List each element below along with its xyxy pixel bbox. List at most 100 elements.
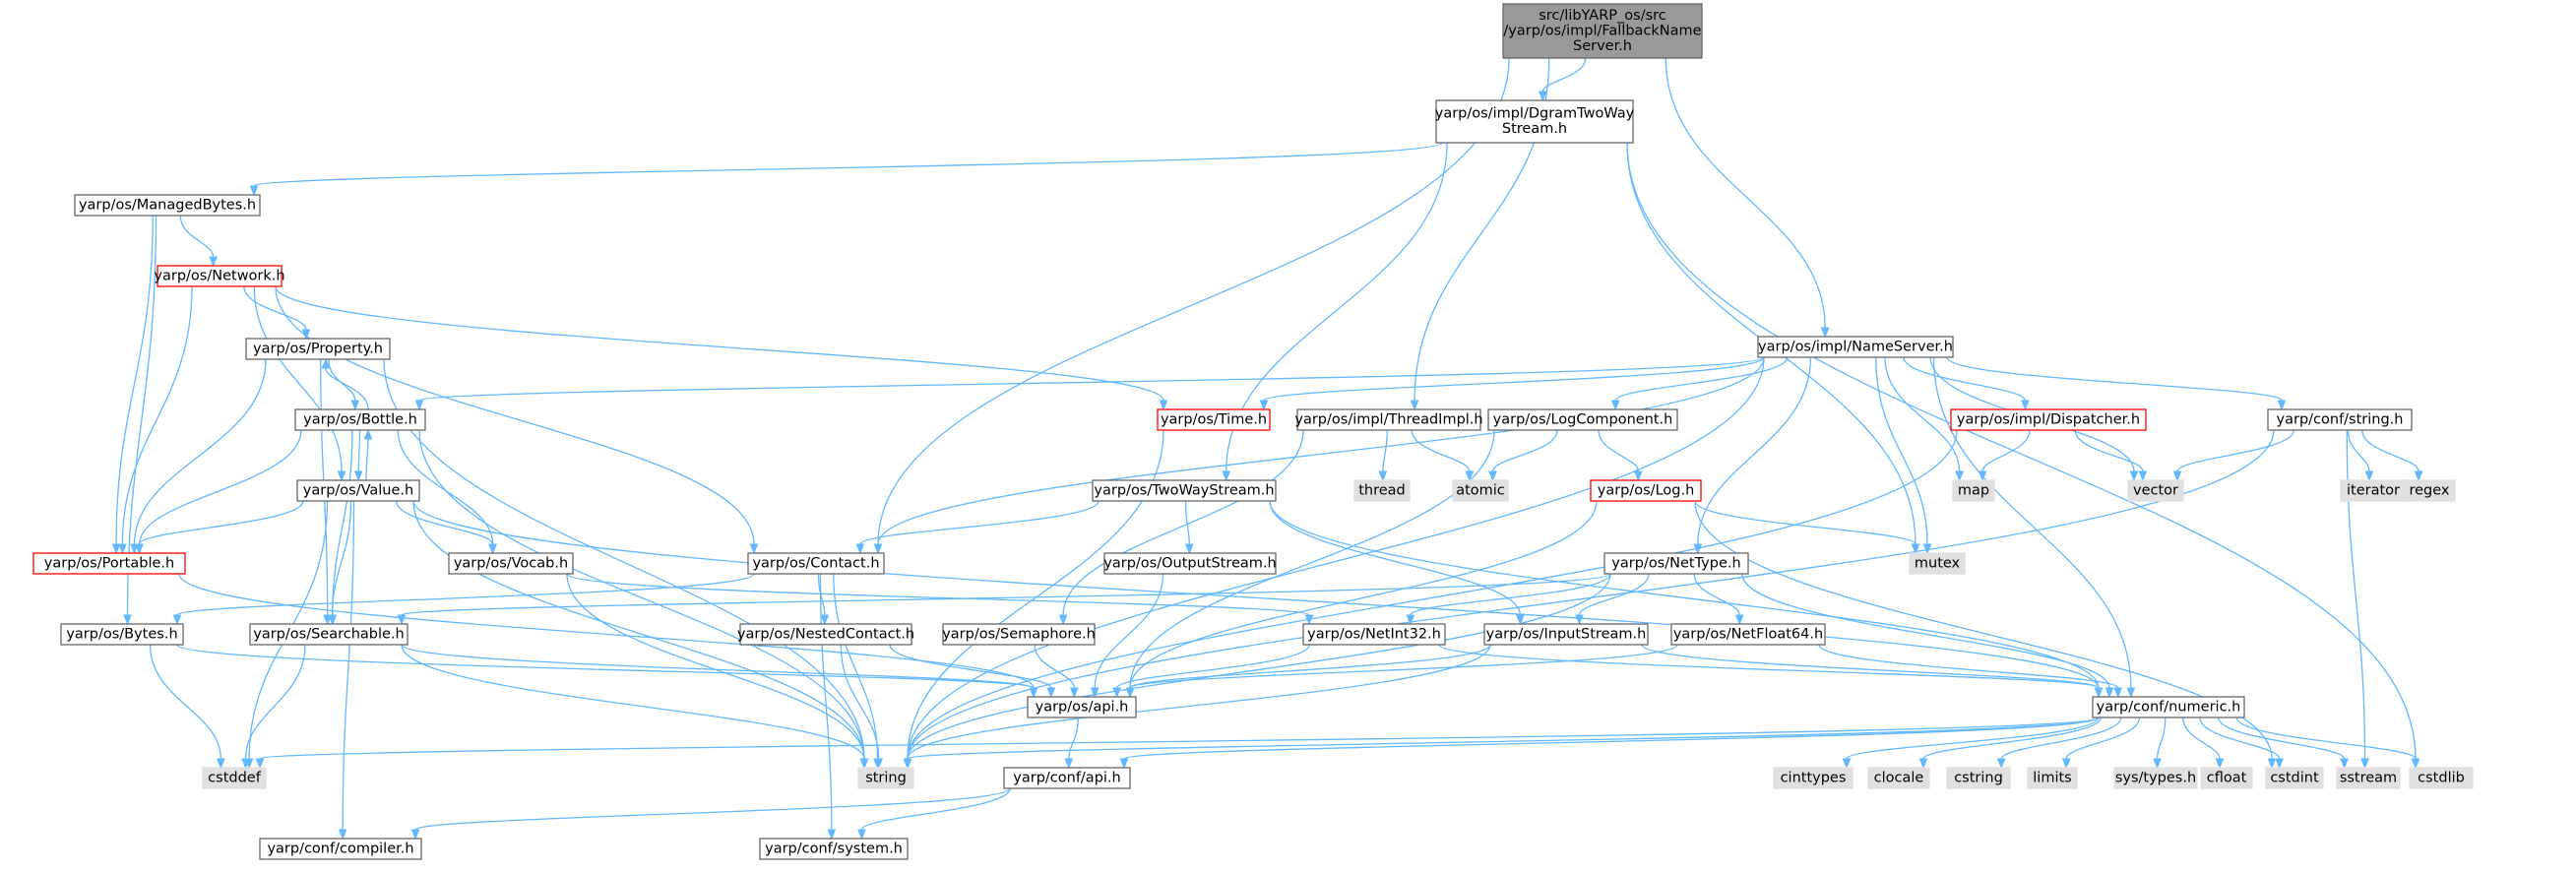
node-network[interactable]: yarp/os/Network.h	[154, 265, 285, 287]
node-box	[1773, 767, 1853, 789]
edge-line	[253, 285, 343, 472]
node-system[interactable]: yarp/conf/system.h	[759, 838, 909, 860]
edge-arrowhead	[2172, 470, 2182, 482]
edge-nettype-to-searchable	[397, 573, 1611, 626]
edge-line	[332, 429, 353, 616]
node-box	[74, 194, 261, 217]
node-label: map	[1958, 482, 1989, 498]
edge-arrowhead	[1922, 543, 1932, 555]
node-logcomponent[interactable]: yarp/os/LogComponent.h	[1487, 408, 1678, 431]
node-confstring[interactable]: yarp/conf/string.h	[2267, 408, 2413, 431]
edge-arrowhead	[2113, 687, 2123, 699]
edge-line	[877, 356, 1765, 545]
node-api[interactable]: yarp/os/api.h	[1027, 696, 1137, 718]
edge-arrowhead	[111, 543, 121, 555]
node-label: yarp/os/Portable.h	[44, 555, 174, 571]
edge-arrowhead	[873, 543, 883, 555]
edge-line	[1129, 644, 1491, 689]
edge-arrowhead	[1090, 687, 1100, 699]
edge-contact-to-system	[819, 573, 837, 841]
node-sstream: sstream	[2336, 767, 2401, 789]
edge-line	[1614, 356, 1789, 402]
node-label: thread	[1358, 482, 1406, 498]
node-confapi[interactable]: yarp/conf/api.h	[1003, 767, 1131, 789]
node-bottle[interactable]: yarp/os/Bottle.h	[294, 408, 426, 431]
node-root[interactable]: src/libYARP_os/src/yarp/os/impl/Fallback…	[1502, 3, 1703, 59]
node-nestedcontact[interactable]: yarp/os/NestedContact.h	[737, 623, 914, 646]
node-label: cstdint	[2270, 770, 2319, 785]
edge-arrowhead	[1069, 687, 1079, 699]
node-compiler[interactable]: yarp/conf/compiler.h	[259, 838, 422, 860]
node-label: atomic	[1456, 482, 1505, 498]
node-bytes[interactable]: yarp/os/Bytes.h	[60, 623, 184, 646]
node-inputstream[interactable]: yarp/os/InputStream.h	[1483, 623, 1649, 646]
edge-arrowhead	[2105, 687, 2114, 699]
node-label: iterator	[2347, 482, 2400, 498]
node-outputstream[interactable]: yarp/os/OutputStream.h	[1103, 552, 1277, 575]
node-label: yarp/os/Log.h	[1598, 482, 1695, 498]
node-label: yarp/os/TwoWayStream.h	[1094, 482, 1274, 498]
node-searchable[interactable]: yarp/os/Searchable.h	[249, 623, 408, 646]
node-managedbytes[interactable]: yarp/os/ManagedBytes.h	[74, 194, 261, 217]
edge-line	[907, 717, 2100, 760]
edge-searchable-to-cstddef	[241, 644, 306, 770]
edge-arrowhead	[2138, 470, 2148, 482]
edge-line	[1269, 500, 2100, 689]
node-nettype[interactable]: yarp/os/NetType.h	[1603, 552, 1749, 575]
node-box	[249, 623, 408, 646]
edge-numeric-to-cfloat	[2182, 717, 2225, 770]
node-log[interactable]: yarp/os/Log.h	[1590, 479, 1702, 502]
edge-dispatcher-to-vector	[2074, 429, 2148, 482]
edge-arrowhead	[2360, 758, 2369, 770]
edge-logcomponent-to-log	[1598, 429, 1643, 482]
edge-nameserver-to-nettype	[1693, 356, 1812, 555]
node-netint32[interactable]: yarp/os/NetInt32.h	[1302, 623, 1446, 646]
edge-line	[401, 644, 1035, 689]
node-netfloat64[interactable]: yarp/os/NetFloat64.h	[1670, 623, 1826, 646]
edge-outputstream-to-api	[1090, 573, 1164, 699]
node-numeric[interactable]: yarp/conf/numeric.h	[2092, 696, 2245, 718]
node-property[interactable]: yarp/os/Property.h	[245, 338, 391, 360]
edge-value-to-compiler	[338, 500, 355, 841]
edge-arrowhead	[1575, 614, 1584, 626]
edge-arrowhead	[209, 256, 218, 268]
node-box	[157, 265, 283, 287]
node-threadimpl[interactable]: yarp/os/impl/ThreadImpl.h	[1294, 408, 1483, 431]
node-twowaystream[interactable]: yarp/os/TwoWayStream.h	[1092, 479, 1277, 502]
edge-arrowhead	[2215, 758, 2225, 770]
node-box	[2200, 767, 2253, 789]
edge-line	[342, 500, 355, 831]
node-dispatcher[interactable]: yarp/os/impl/Dispatcher.h	[1950, 408, 2147, 431]
edge-arrowhead	[1406, 614, 1415, 626]
edge-arrowhead	[903, 758, 912, 770]
node-time[interactable]: yarp/os/Time.h	[1157, 408, 1271, 431]
edge-arrowhead	[1184, 543, 1194, 555]
edge-arrowhead	[1911, 543, 1920, 555]
node-box	[2409, 767, 2474, 789]
node-label: yarp/conf/system.h	[765, 841, 903, 856]
node-contact[interactable]: yarp/os/Contact.h	[747, 552, 885, 575]
edge-line	[243, 285, 307, 331]
edge-line	[566, 573, 1310, 616]
edge-line	[1884, 356, 1961, 472]
node-box	[202, 767, 267, 789]
edge-log-to-api	[1125, 500, 1598, 699]
edge-arrowhead	[1842, 758, 1852, 770]
edge-numeric-to-limits	[2061, 717, 2141, 770]
edge-line	[176, 644, 1035, 689]
node-nameserver[interactable]: yarp/os/impl/NameServer.h	[1757, 336, 1954, 358]
edge-line	[133, 358, 267, 545]
edge-arrowhead	[216, 758, 225, 770]
edge-line	[1818, 644, 2119, 689]
edge-line	[149, 644, 221, 760]
node-box	[739, 623, 912, 646]
edge-nameserver-to-time	[1259, 356, 1765, 411]
edge-arrowhead	[2267, 758, 2277, 770]
node-semaphore[interactable]: yarp/os/Semaphore.h	[942, 623, 1096, 646]
node-label: yarp/os/NetType.h	[1611, 555, 1740, 571]
node-portable[interactable]: yarp/os/Portable.h	[32, 552, 186, 575]
node-value[interactable]: yarp/os/Value.h	[296, 479, 420, 502]
node-vocab[interactable]: yarp/os/Vocab.h	[448, 552, 574, 575]
